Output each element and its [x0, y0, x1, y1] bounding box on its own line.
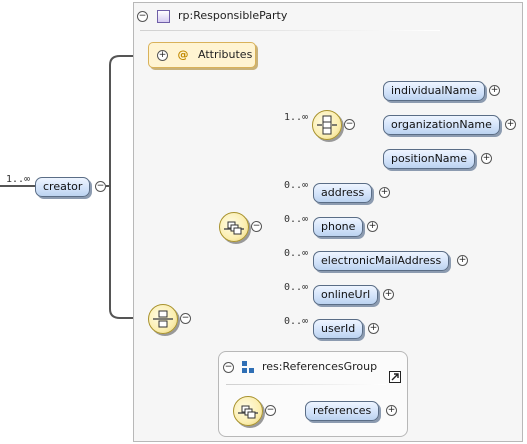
element-organizationName[interactable]: organizationName [383, 115, 500, 135]
element-individualName[interactable]: individualName [383, 81, 485, 101]
phone-expand-toggle[interactable]: + [367, 221, 378, 232]
sequence-compositor-icon[interactable] [148, 304, 178, 334]
element-positionName[interactable]: positionName [383, 149, 476, 169]
element-address[interactable]: address [313, 183, 373, 203]
attributes-label: Attributes [198, 48, 253, 61]
electronicMailAddress-expand-toggle[interactable]: + [457, 255, 468, 266]
element-onlineUrl[interactable]: onlineUrl [313, 285, 379, 305]
complex-type-icon [157, 10, 170, 23]
element-userId[interactable]: userId [313, 319, 364, 339]
element-phone[interactable]: phone [313, 217, 364, 237]
group-sequence-collapse-toggle[interactable]: − [265, 405, 276, 416]
group-title: res:ReferencesGroup [262, 360, 378, 373]
choice-collapse-toggle[interactable]: − [344, 119, 355, 130]
references-expand-toggle[interactable]: + [386, 405, 397, 416]
inner-sequence-collapse-toggle[interactable]: − [251, 221, 262, 232]
group-title-separator [226, 384, 386, 385]
userId-expand-toggle[interactable]: + [368, 323, 379, 334]
type-title: rp:ResponsibleParty [178, 9, 288, 22]
type-collapse-toggle[interactable]: − [137, 11, 148, 22]
userId-cardinality: 0..∞ [284, 316, 309, 327]
group-sequence-compositor-icon[interactable] [233, 396, 263, 426]
element-references[interactable]: references [305, 401, 380, 421]
positionName-expand-toggle[interactable]: + [481, 153, 492, 164]
element-electronicMailAddress[interactable]: electronicMailAddress [313, 251, 450, 271]
phone-cardinality: 0..∞ [284, 214, 309, 225]
root-element-creator[interactable]: creator [35, 177, 91, 197]
type-title-separator [140, 30, 440, 31]
sequence-collapse-toggle[interactable]: − [180, 313, 191, 324]
organizationName-expand-toggle[interactable]: + [505, 119, 516, 130]
onlineUrl-cardinality: 0..∞ [284, 282, 309, 293]
external-link-icon[interactable] [389, 371, 401, 383]
group-collapse-toggle[interactable]: − [223, 362, 234, 373]
electronicMailAddress-cardinality: 0..∞ [284, 248, 309, 259]
choice-cardinality: 1..∞ [284, 112, 309, 123]
choice-compositor-icon[interactable] [312, 110, 342, 140]
address-cardinality: 0..∞ [284, 180, 309, 191]
attributes-node[interactable]: + @ Attributes [148, 42, 256, 68]
root-collapse-toggle[interactable]: − [95, 181, 106, 192]
inner-sequence-compositor-icon[interactable] [219, 212, 249, 242]
group-icon [242, 361, 254, 373]
individualName-expand-toggle[interactable]: + [489, 85, 500, 96]
address-expand-toggle[interactable]: + [379, 187, 390, 198]
attributes-expand-toggle[interactable]: + [157, 49, 168, 61]
at-sign-icon: @ [177, 48, 189, 61]
onlineUrl-expand-toggle[interactable]: + [383, 289, 394, 300]
root-cardinality: 1..∞ [6, 174, 31, 185]
